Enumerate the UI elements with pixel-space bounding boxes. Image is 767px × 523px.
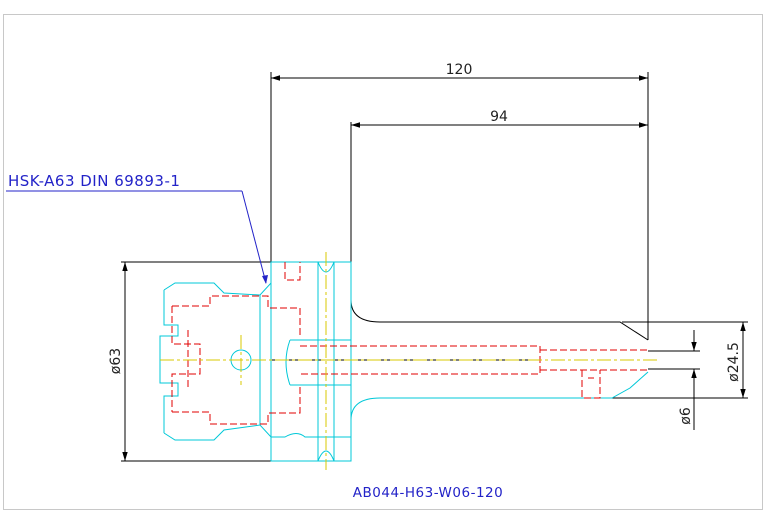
dim-24-5-label: ø24.5 [726, 342, 742, 382]
dim-120-label: 120 [446, 62, 473, 78]
hidden-lines-red [171, 262, 648, 425]
dimension-total-length: 120 [271, 62, 648, 81]
drawing-frame [3, 14, 763, 510]
dimension-flange-diameter: ø63 [108, 262, 128, 461]
dimension-gauge-length: 94 [351, 109, 648, 128]
dimension-shank-diameter: ø24.5 [612, 321, 748, 399]
holder-outline [121, 72, 649, 462]
center-lines [160, 252, 660, 470]
interface-callout: HSK-A63 DIN 69893-1 [6, 172, 268, 284]
dimension-bore-diameter: ø6 [648, 330, 700, 430]
holder-body-cyan [159, 261, 649, 462]
part-number: AB044-H63-W06-120 [353, 485, 503, 501]
dim-6-label: ø6 [678, 407, 694, 425]
interface-label: HSK-A63 DIN 69893-1 [8, 172, 180, 190]
dim-94-label: 94 [490, 109, 508, 125]
dim-63-label: ø63 [108, 348, 124, 374]
